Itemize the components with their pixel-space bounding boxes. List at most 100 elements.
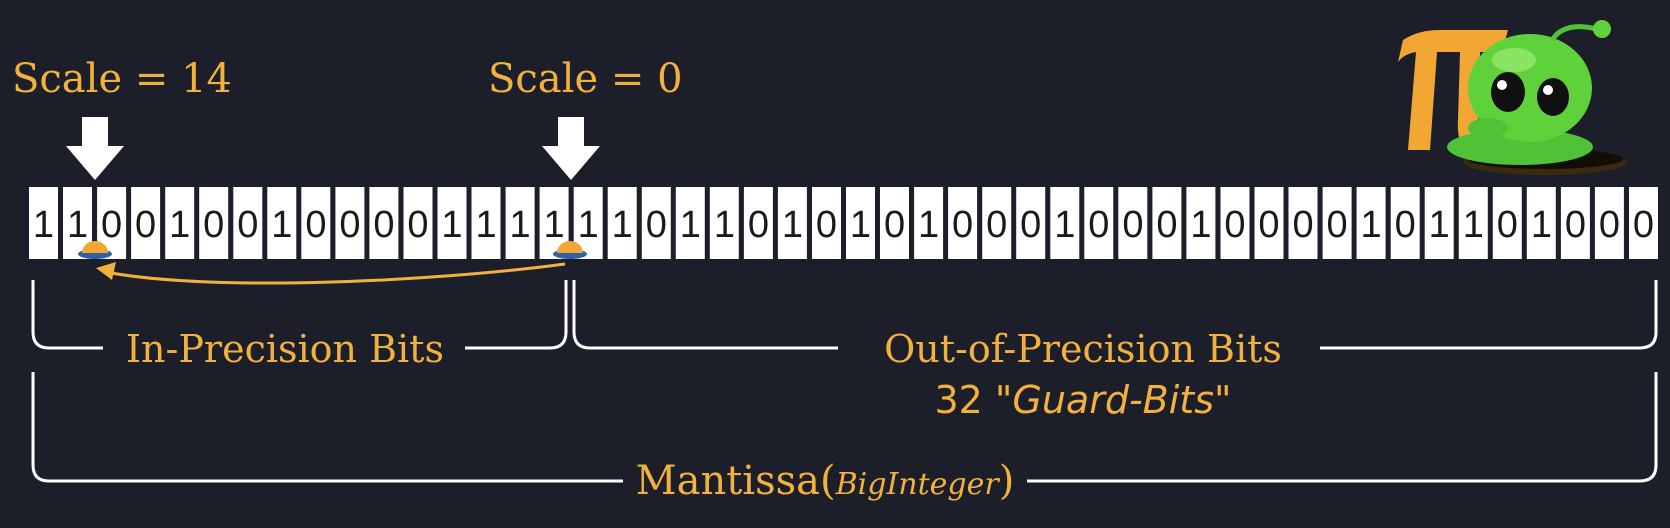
bit-cell [437,187,467,259]
ufo-marker-icon [78,241,112,259]
bit-cell [846,187,875,259]
bit-value: 0 [1020,204,1041,246]
guard-bits-label: 32 "Guard-Bits" [934,378,1231,422]
in-precision-bracket [31,280,568,350]
bit-value: 0 [1599,204,1620,246]
bit-cell [1220,187,1250,259]
bit-cell [1254,187,1284,259]
bit-value: 0 [986,204,1007,246]
bit-value: 1 [782,204,803,246]
bit-value: 1 [1361,204,1382,246]
bit-value: 1 [476,204,497,246]
bit-value: 0 [1293,204,1314,246]
bit-cell [267,187,297,259]
shift-curve-arrow [105,262,566,285]
bit-value: 1 [578,204,599,246]
bit-value: 1 [441,204,462,246]
bit-cell [29,187,58,259]
bit-cell [880,187,909,259]
scale-14-label: Scale = 14 [12,56,232,102]
bit-value: 1 [271,204,292,246]
bit-cell [709,187,739,259]
bit-cell [1390,187,1420,259]
bit-value: 0 [884,204,905,246]
bit-cell [675,187,705,259]
mantissa-bracket [31,372,1658,483]
bit-value: 1 [1054,204,1075,246]
down-arrow-icon [66,117,124,180]
bit-cell [505,187,535,259]
bit-value: 0 [1224,204,1245,246]
bit-cell [199,187,229,259]
out-of-precision-label: Out-of-Precision Bits [884,327,1282,371]
bit-cell [948,187,978,259]
bit-value: 0 [1122,204,1143,246]
bit-cell [165,187,195,259]
bit-cell [743,187,773,259]
bit-cell [812,187,841,259]
bit-value: 0 [1633,204,1654,246]
bit-value: 0 [135,204,156,246]
bit-value: 0 [1327,204,1348,246]
bit-value: 1 [544,204,565,246]
bit-value: 1 [510,204,531,246]
bit-cell [641,187,671,259]
bit-value: 1 [612,204,633,246]
bit-value: 1 [1463,204,1484,246]
out-of-precision-bracket [572,280,1658,350]
scale-0-label: Scale = 0 [488,56,683,102]
bit-cell [335,187,365,259]
bit-cell [1526,187,1556,259]
bit-value: 0 [1088,204,1109,246]
bit-value: 0 [1497,204,1518,246]
bit-value: 1 [67,204,88,246]
bit-cell [369,187,399,259]
bit-cell [1492,187,1522,259]
bit-value: 0 [101,204,122,246]
bit-cell [1458,187,1488,259]
bit-value: 1 [680,204,701,246]
mantissa-label: Mantissa(BigInteger) [636,458,1015,504]
bit-cell [1560,187,1590,259]
bit-cell [1152,187,1182,259]
bit-cell [403,187,433,259]
bit-value: 0 [407,204,428,246]
bit-cell [301,187,331,259]
bit-value: 1 [918,204,939,246]
bit-value: 1 [850,204,871,246]
bit-cell [777,187,807,259]
bit-cell [131,187,161,259]
bit-value: 0 [748,204,769,246]
bit-value: 1 [33,204,54,246]
bit-cell [607,187,637,259]
pi-alien-mascot-icon [1398,20,1627,175]
bit-cell [1050,187,1080,259]
arrowhead-icon [96,262,116,280]
bit-cell [1084,187,1114,259]
bit-cell [233,187,263,259]
bit-value: 0 [952,204,973,246]
bit-cell [914,187,944,259]
bit-cell [982,187,1012,259]
bit-value: 0 [373,204,394,246]
bit-value: 0 [1258,204,1279,246]
bit-value: 1 [1531,204,1552,246]
bit-cell [1186,187,1216,259]
bit-value: 0 [1156,204,1177,246]
bit-cell [1594,187,1624,259]
bit-cell [1016,187,1046,259]
bit-value: 0 [339,204,360,246]
bit-value: 1 [169,204,190,246]
bit-value: 1 [714,204,735,246]
bit-value: 1 [1190,204,1211,246]
bit-cell [1356,187,1386,259]
bit-value: 0 [1565,204,1586,246]
bit-cell [1322,187,1352,259]
ufo-marker-icon [553,241,587,259]
bit-value: 0 [203,204,224,246]
bit-value: 0 [646,204,667,246]
down-arrow-icon [542,117,600,180]
bit-value: 0 [237,204,258,246]
bit-value: 1 [1429,204,1450,246]
